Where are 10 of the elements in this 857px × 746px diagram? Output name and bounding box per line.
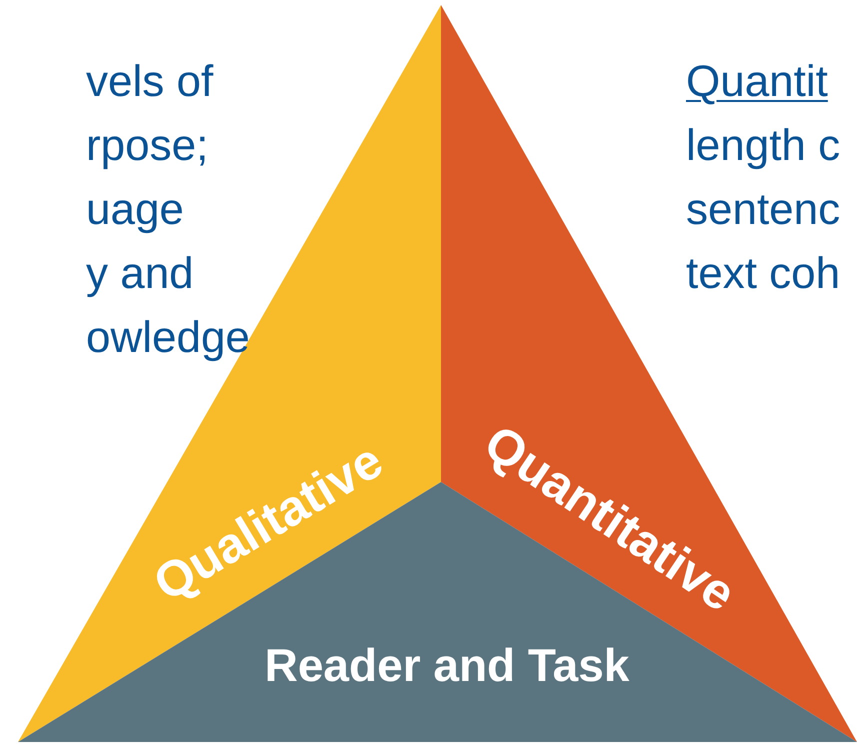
description-text: owledge — [86, 312, 250, 364]
description-text: rpose; — [86, 120, 210, 172]
description-text: vels of — [86, 56, 214, 108]
description-text: length c — [686, 120, 840, 172]
heading-text: Quantit — [686, 56, 829, 108]
description-text: text coh — [686, 248, 840, 300]
description-text: y and — [86, 248, 195, 300]
segment-label: Reader and Task — [264, 642, 630, 688]
description-text: sentenc — [686, 184, 840, 236]
description-text: uage — [86, 184, 185, 236]
